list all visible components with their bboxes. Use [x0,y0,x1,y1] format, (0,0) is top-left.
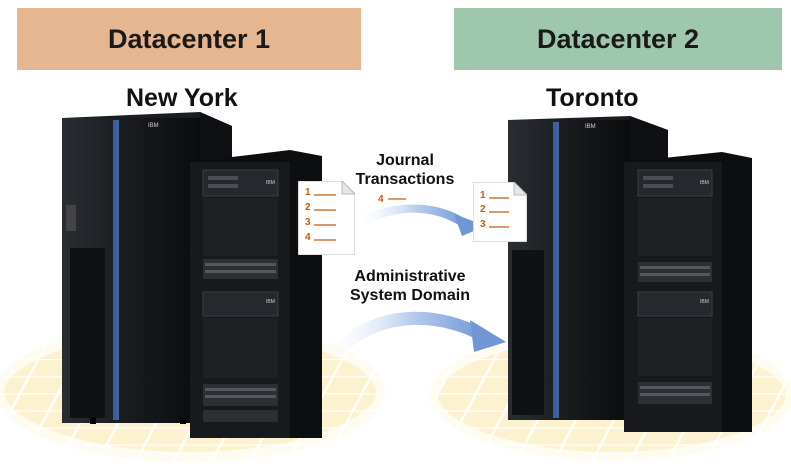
svg-text:IBM: IBM [700,299,709,305]
journal-entry: 1 [480,190,486,201]
journal-entry: 3 [480,219,486,230]
journal-entry: 3 [305,217,311,228]
server-rack-right: IBM IBM [624,152,752,432]
admin-domain-label: Administrative System Domain [336,267,484,305]
in-transit-entry-number: 4 [378,194,384,205]
server-tower-large-left: IBM [62,112,232,424]
svg-text:IBM: IBM [266,180,275,186]
svg-text:IBM: IBM [700,180,709,186]
journal-entry: 2 [480,204,486,215]
document-icon [472,180,529,243]
svg-text:IBM: IBM [266,299,275,305]
journal-label-line-1: Journal [376,152,434,169]
svg-text:IBM: IBM [585,124,596,130]
journal-arrow [352,204,486,236]
journal-entry: 1 [305,187,311,198]
datacenter-2-banner: Datacenter 2 [454,8,782,70]
journal-entry: 4 [305,232,311,243]
journal-transactions-label: Journal Transactions [338,151,472,189]
in-transit-journal-entry: 4 [378,194,407,205]
svg-text:IBM: IBM [148,123,159,129]
journal-entry: 2 [305,202,311,213]
server-rack-left: IBM IBM [190,150,322,438]
city-label-new-york: New York [126,84,238,112]
target-journal-document: 1 2 3 [472,180,529,243]
city-label-toronto: Toronto [546,84,639,112]
admin-domain-arrow [322,311,506,372]
admin-label-line-2: System Domain [349,287,471,304]
journal-label-line-2: Transactions [355,171,455,188]
source-journal-document: 1 2 3 4 [297,179,357,256]
admin-label-line-1: Administrative [354,268,466,285]
entry-line-icon [388,198,407,201]
datacenter-1-banner: Datacenter 1 [17,8,361,70]
